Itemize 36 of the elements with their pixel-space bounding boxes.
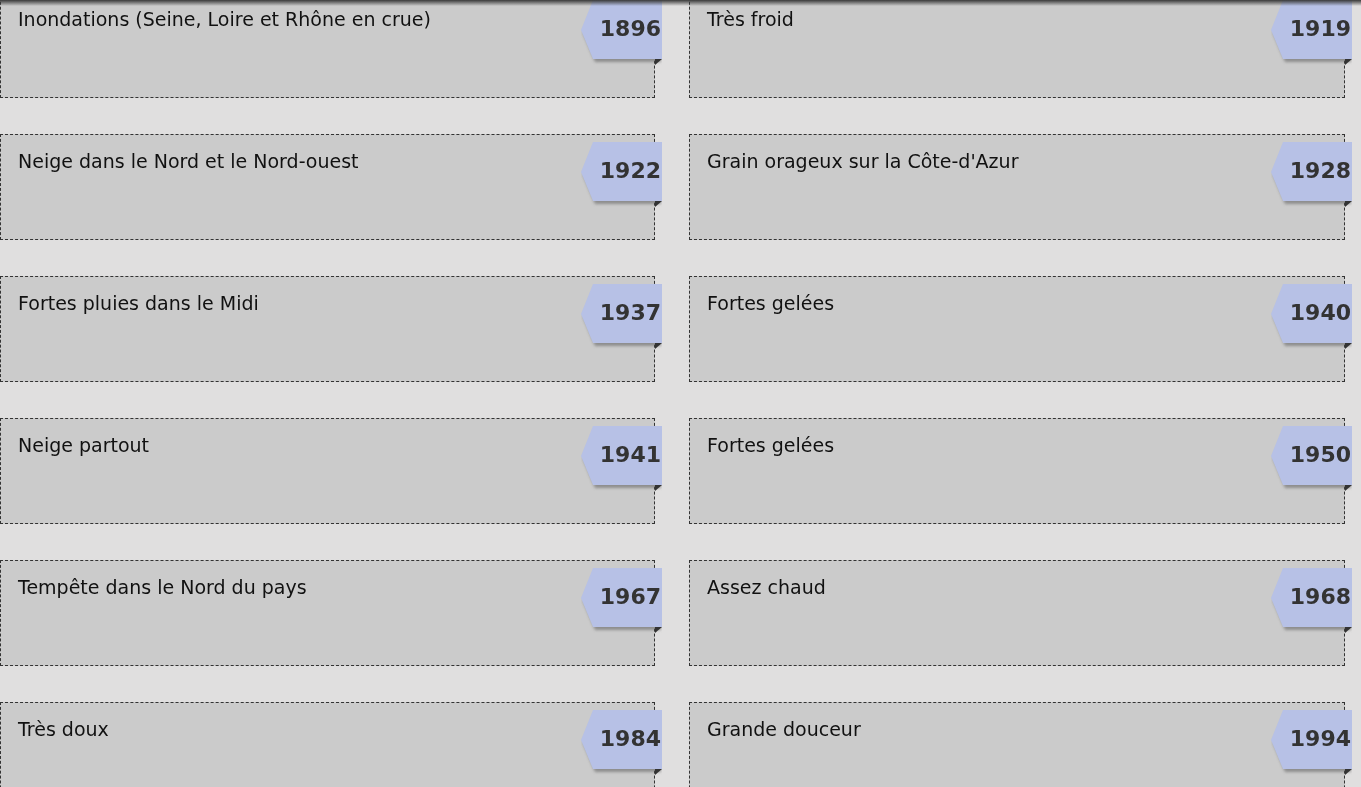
event-description: Fortes pluies dans le Midi — [18, 292, 260, 316]
event-description: Inondations (Seine, Loire et Rhône en crue) — [18, 8, 432, 32]
year-label: 1968 — [1289, 583, 1351, 611]
event-description: Fortes gelées — [707, 434, 836, 458]
year-tag — [1271, 426, 1352, 492]
year-tag — [581, 142, 662, 208]
event-description: Neige dans le Nord et le Nord-ouest — [18, 150, 360, 174]
year-tag — [581, 568, 662, 634]
year-label: 1950 — [1289, 441, 1351, 469]
event-description: Neige partout — [18, 434, 151, 458]
event-description: Grande douceur — [707, 718, 862, 742]
year-tag — [1271, 0, 1352, 66]
year-label: 1940 — [1289, 299, 1351, 327]
year-tag — [1271, 710, 1352, 776]
year-label: 1919 — [1289, 15, 1351, 43]
year-label: 1994 — [1289, 725, 1351, 753]
year-tag — [1271, 284, 1352, 350]
year-tag — [581, 284, 662, 350]
event-description: Fortes gelées — [707, 292, 836, 316]
year-tag — [581, 0, 662, 66]
year-label: 1896 — [599, 15, 661, 43]
year-label: 1984 — [599, 725, 661, 753]
year-label: 1937 — [599, 299, 661, 327]
event-description: Très froid — [707, 8, 795, 32]
year-tag — [581, 710, 662, 776]
year-tag — [581, 426, 662, 492]
event-description: Très doux — [18, 718, 110, 742]
year-tag — [1271, 568, 1352, 634]
year-label: 1922 — [599, 157, 661, 185]
event-description: Grain orageux sur la Côte-d'Azur — [707, 150, 1020, 174]
year-label: 1928 — [1289, 157, 1351, 185]
event-description: Tempête dans le Nord du pays — [18, 576, 308, 600]
year-label: 1941 — [599, 441, 661, 469]
year-tag — [1271, 142, 1352, 208]
year-label: 1967 — [599, 583, 661, 611]
event-description: Assez chaud — [707, 576, 827, 600]
